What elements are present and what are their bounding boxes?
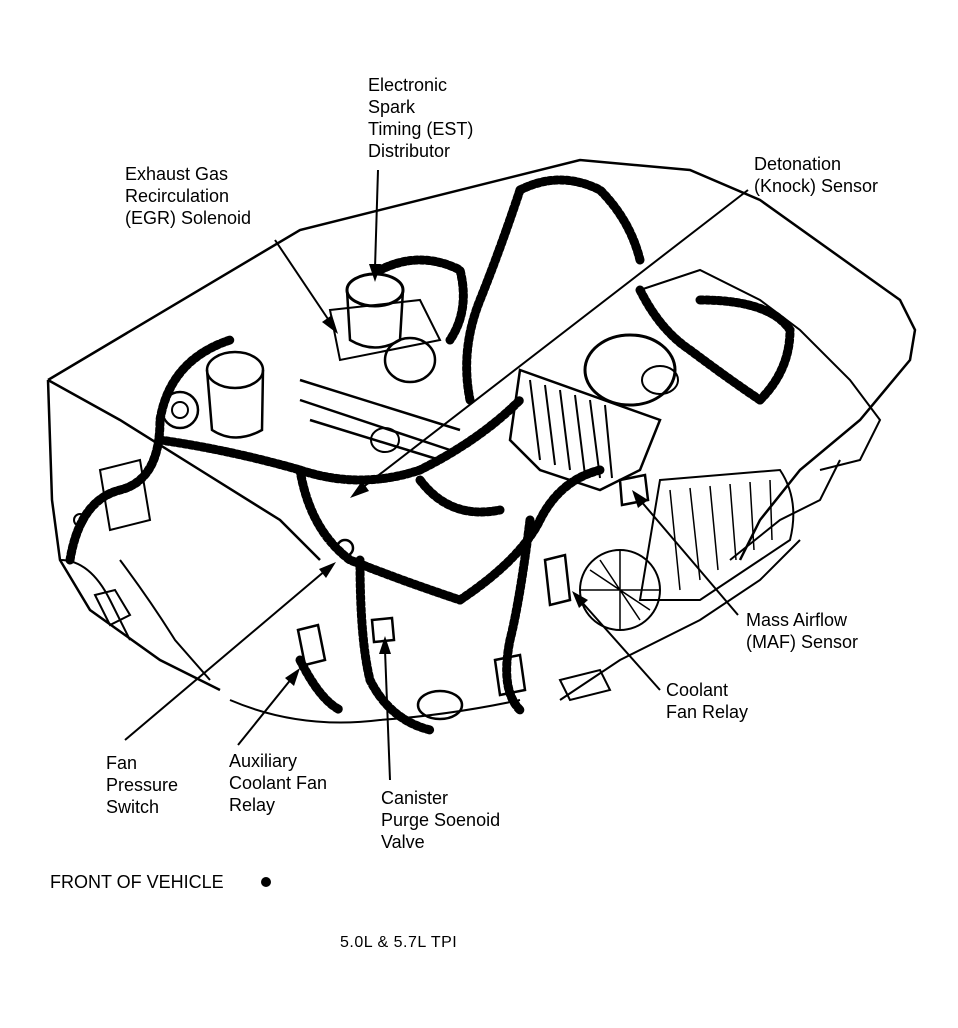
- distributor: [328, 272, 442, 362]
- front-marker-icon: [261, 877, 271, 887]
- arrow-maf: [632, 490, 648, 508]
- intake-plenum: [299, 333, 679, 492]
- label-knock: Detonation (Knock) Sensor: [754, 153, 878, 197]
- label-aux-relay: Auxiliary Coolant Fan Relay: [229, 750, 327, 816]
- engine-caption: 5.0L & 5.7L TPI: [340, 934, 458, 951]
- arrow-egr: [322, 315, 338, 334]
- label-fan-switch: Fan Pressure Switch: [106, 752, 178, 818]
- air-intake-duct: [160, 350, 265, 439]
- label-egr-line: Recirculation: [125, 186, 230, 206]
- label-fan-switch-line: Fan: [106, 753, 138, 773]
- arrow-aux-relay: [285, 668, 300, 686]
- arrow-est: [369, 264, 381, 282]
- radiator-fan: [579, 468, 795, 631]
- label-canister: Canister Purge Soenoid Valve: [381, 787, 500, 853]
- arrow-coolant-relay: [572, 591, 588, 608]
- label-knock-line: (Knock) Sensor: [754, 176, 879, 196]
- wiring-harness: [65, 175, 795, 735]
- label-egr-line: (EGR) Solenoid: [125, 208, 252, 228]
- label-egr: Exhaust Gas Recirculation (EGR) Solenoid: [125, 163, 251, 229]
- label-fan-switch-line: Pressure: [106, 775, 179, 795]
- canister-valve-body: [370, 616, 396, 644]
- label-est-line: Electronic: [368, 75, 448, 95]
- arrow-knock: [350, 481, 369, 498]
- leader-lines: [124, 169, 749, 781]
- body-outline: [46, 158, 917, 724]
- label-est: Electronic Spark Timing (EST) Distributo…: [368, 74, 473, 162]
- aux-relay-body: [296, 623, 327, 667]
- arrow-fan-switch: [319, 562, 336, 578]
- label-aux-relay-line: Coolant Fan: [229, 773, 328, 793]
- label-coolant-relay: Coolant Fan Relay: [666, 679, 748, 723]
- label-maf-line: Mass Airflow: [746, 610, 848, 630]
- label-est-line: Timing (EST): [368, 119, 474, 139]
- label-canister-line: Purge Soenoid: [381, 810, 501, 830]
- label-maf: Mass Airflow (MAF) Sensor: [746, 609, 858, 653]
- label-canister-line: Canister: [381, 788, 449, 808]
- label-est-line: Distributor: [368, 141, 451, 161]
- label-coolant-relay-line: Coolant: [666, 680, 729, 700]
- label-fan-switch-line: Switch: [106, 797, 160, 817]
- label-coolant-relay-line: Fan Relay: [666, 702, 749, 722]
- label-egr-line: Exhaust Gas: [125, 164, 229, 184]
- label-knock-line: Detonation: [754, 154, 842, 174]
- front-of-vehicle-label: FRONT OF VEHICLE: [50, 872, 224, 892]
- arrow-canister: [379, 636, 391, 654]
- label-aux-relay-line: Relay: [229, 795, 276, 815]
- label-aux-relay-line: Auxiliary: [229, 751, 298, 771]
- label-canister-line: Valve: [381, 832, 425, 852]
- label-est-line: Spark: [368, 97, 416, 117]
- label-maf-line: (MAF) Sensor: [746, 632, 859, 652]
